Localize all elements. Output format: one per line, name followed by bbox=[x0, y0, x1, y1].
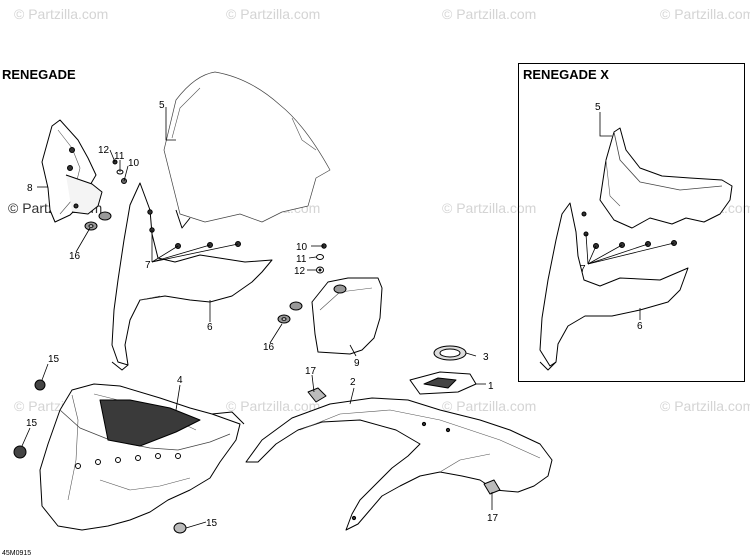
callout-8: 8 bbox=[27, 183, 33, 194]
callout-5-x: 5 bbox=[595, 102, 601, 113]
windshield-x-part-5 bbox=[599, 127, 733, 229]
diagram-code: 45M0915 bbox=[2, 550, 32, 557]
callout-15: 15 bbox=[26, 418, 38, 429]
model-title-renegade: RENEGADE bbox=[2, 67, 76, 82]
watermark: © Partzilla.com bbox=[660, 398, 750, 414]
callout-6: 6 bbox=[207, 322, 213, 333]
callout-10: 10 bbox=[128, 158, 140, 169]
callout-17: 17 bbox=[305, 366, 317, 377]
windshield-frame-part-6 bbox=[111, 182, 273, 371]
callout-10: 10 bbox=[296, 242, 308, 253]
callout-9: 9 bbox=[354, 358, 360, 369]
windshield-frame-x-part-6 bbox=[539, 202, 689, 371]
fastener-stack-middle bbox=[316, 243, 327, 274]
side-deflector-part-9 bbox=[311, 277, 383, 355]
callout-15: 15 bbox=[206, 518, 218, 529]
leader-lines bbox=[21, 107, 675, 529]
windshield-part-5 bbox=[163, 71, 331, 229]
washer-part-16b bbox=[277, 301, 303, 324]
callout-7-x: 7 bbox=[580, 264, 586, 275]
callout-17: 17 bbox=[487, 513, 499, 524]
callout-6-x: 6 bbox=[637, 321, 643, 332]
callout-3: 3 bbox=[483, 352, 489, 363]
callout-11: 11 bbox=[114, 151, 125, 162]
callout-12: 12 bbox=[98, 145, 110, 156]
callout-15: 15 bbox=[48, 354, 60, 365]
side-deflector-part-8 bbox=[41, 119, 103, 223]
washer-part-16 bbox=[84, 211, 112, 231]
watermark: © Partzilla.com bbox=[660, 6, 750, 22]
callout-5: 5 bbox=[159, 100, 165, 111]
front-panel-part-4 bbox=[39, 383, 245, 531]
callout-4: 4 bbox=[177, 375, 183, 386]
callout-2: 2 bbox=[350, 377, 356, 388]
lower-cowl-part-2 bbox=[245, 397, 553, 531]
plate-part-1 bbox=[409, 371, 477, 395]
watermark: © Partzilla.com bbox=[442, 6, 537, 22]
renegade-x-inset bbox=[518, 63, 745, 382]
callout-1: 1 bbox=[488, 381, 494, 392]
watermark: © Partzilla.com bbox=[14, 6, 109, 22]
callout-11: 11 bbox=[296, 254, 307, 265]
watermark: © Partzilla.com bbox=[226, 398, 321, 414]
clip-part-17 bbox=[307, 387, 501, 495]
model-title-renegade-x: RENEGADE X bbox=[523, 67, 609, 82]
callout-7: 7 bbox=[145, 260, 151, 271]
watermark: © Partzilla.com bbox=[442, 200, 537, 216]
callout-12: 12 bbox=[294, 266, 306, 277]
callout-16: 16 bbox=[263, 342, 275, 353]
watermark: © Partzilla.com bbox=[226, 6, 321, 22]
watermark: © Partzilla.com bbox=[442, 398, 537, 414]
callout-16: 16 bbox=[69, 251, 81, 262]
ring-part-3 bbox=[433, 345, 467, 361]
